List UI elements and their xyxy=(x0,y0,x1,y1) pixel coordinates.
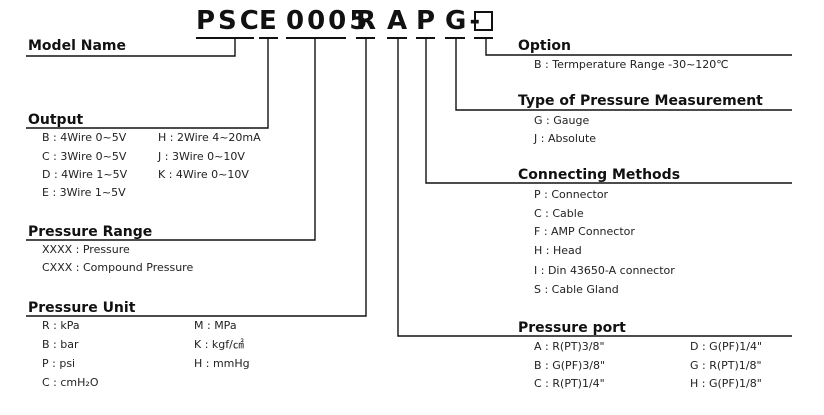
code-r: R xyxy=(356,6,380,36)
line-pressure-port xyxy=(397,39,792,337)
connecting-item: C : Cable xyxy=(534,207,584,220)
line-type-measurement xyxy=(455,39,792,111)
option-item: B : Termperature Range -30~120℃ xyxy=(534,58,729,71)
output-item: D : 4Wire 1~5V xyxy=(42,168,128,181)
code-g-underline xyxy=(445,37,465,39)
type-measurement-title: Type of Pressure Measurement xyxy=(518,93,763,109)
pressure-unit-item: K : kgf/㎠ xyxy=(194,338,244,351)
pressure-port-item: C : R(PT)1/4" xyxy=(534,377,605,390)
model-name-title: Model Name xyxy=(28,38,126,54)
pressure-unit-item: M : MPa xyxy=(194,319,237,332)
line-output xyxy=(26,39,269,129)
code-a: A xyxy=(387,6,411,36)
output-title: Output xyxy=(28,112,84,128)
output-item: H : 2Wire 4~20mA xyxy=(158,131,261,144)
code-number-underline xyxy=(286,37,346,39)
line-option xyxy=(485,39,792,56)
connecting-item: S : Cable Gland xyxy=(534,283,619,296)
pressure-unit-item: C : cmH₂O xyxy=(42,376,99,389)
pressure-port-item: D : G(PF)1/4" xyxy=(690,340,762,353)
pressure-port-item: G : R(PT)1/8" xyxy=(690,359,762,372)
output-item: B : 4Wire 0~5V xyxy=(42,131,127,144)
connecting-item: F : AMP Connector xyxy=(534,225,635,238)
code-psc-underline xyxy=(196,37,254,39)
pressure-unit-item: R : kPa xyxy=(42,319,80,332)
code-option-underline xyxy=(474,37,493,39)
connecting-item: H : Head xyxy=(534,244,582,257)
connecting-item: I : Din 43650-A connector xyxy=(534,264,675,277)
output-item: E : 3Wire 1~5V xyxy=(42,186,126,199)
line-pressure-unit xyxy=(26,39,367,317)
code-p-underline xyxy=(416,37,435,39)
pressure-unit-item: H : mmHg xyxy=(194,357,250,370)
pressure-unit-title: Pressure Unit xyxy=(28,300,136,316)
pressure-range-item: CXXX : Compound Pressure xyxy=(42,261,194,274)
pressure-range-item: XXXX : Pressure xyxy=(42,243,130,256)
pressure-range-title: Pressure Range xyxy=(28,224,153,240)
line-model-name xyxy=(26,39,236,57)
code-a-underline xyxy=(387,37,407,39)
code-p: P xyxy=(416,6,439,36)
pressure-unit-item: B : bar xyxy=(42,338,79,351)
pressure-port-item: B : G(PF)3/8" xyxy=(534,359,606,372)
type-measurement-item: J : Absolute xyxy=(534,132,597,145)
output-item: C : 3Wire 0~5V xyxy=(42,150,127,163)
option-title: Option xyxy=(518,38,571,54)
connecting-item: P : Connector xyxy=(534,188,609,201)
connecting-title: Connecting Methods xyxy=(518,167,681,183)
code-option-box xyxy=(474,11,493,31)
pressure-port-item: A : R(PT)3/8" xyxy=(534,340,605,353)
output-item: J : 3Wire 0~10V xyxy=(158,150,245,163)
code-e-underline xyxy=(259,37,278,39)
pressure-port-title: Pressure port xyxy=(518,320,626,336)
pressure-unit-item: P : psi xyxy=(42,357,76,370)
code-r-underline xyxy=(356,37,375,39)
code-e: E xyxy=(259,6,280,36)
code-psc: PSC xyxy=(196,6,262,36)
pressure-port-item: H : G(PF)1/8" xyxy=(690,377,762,390)
line-pressure-range xyxy=(26,39,316,241)
code-number: 0005 xyxy=(286,6,371,36)
type-measurement-item: G : Gauge xyxy=(534,114,590,127)
line-connecting xyxy=(425,39,792,184)
output-item: K : 4Wire 0~10V xyxy=(158,168,249,181)
